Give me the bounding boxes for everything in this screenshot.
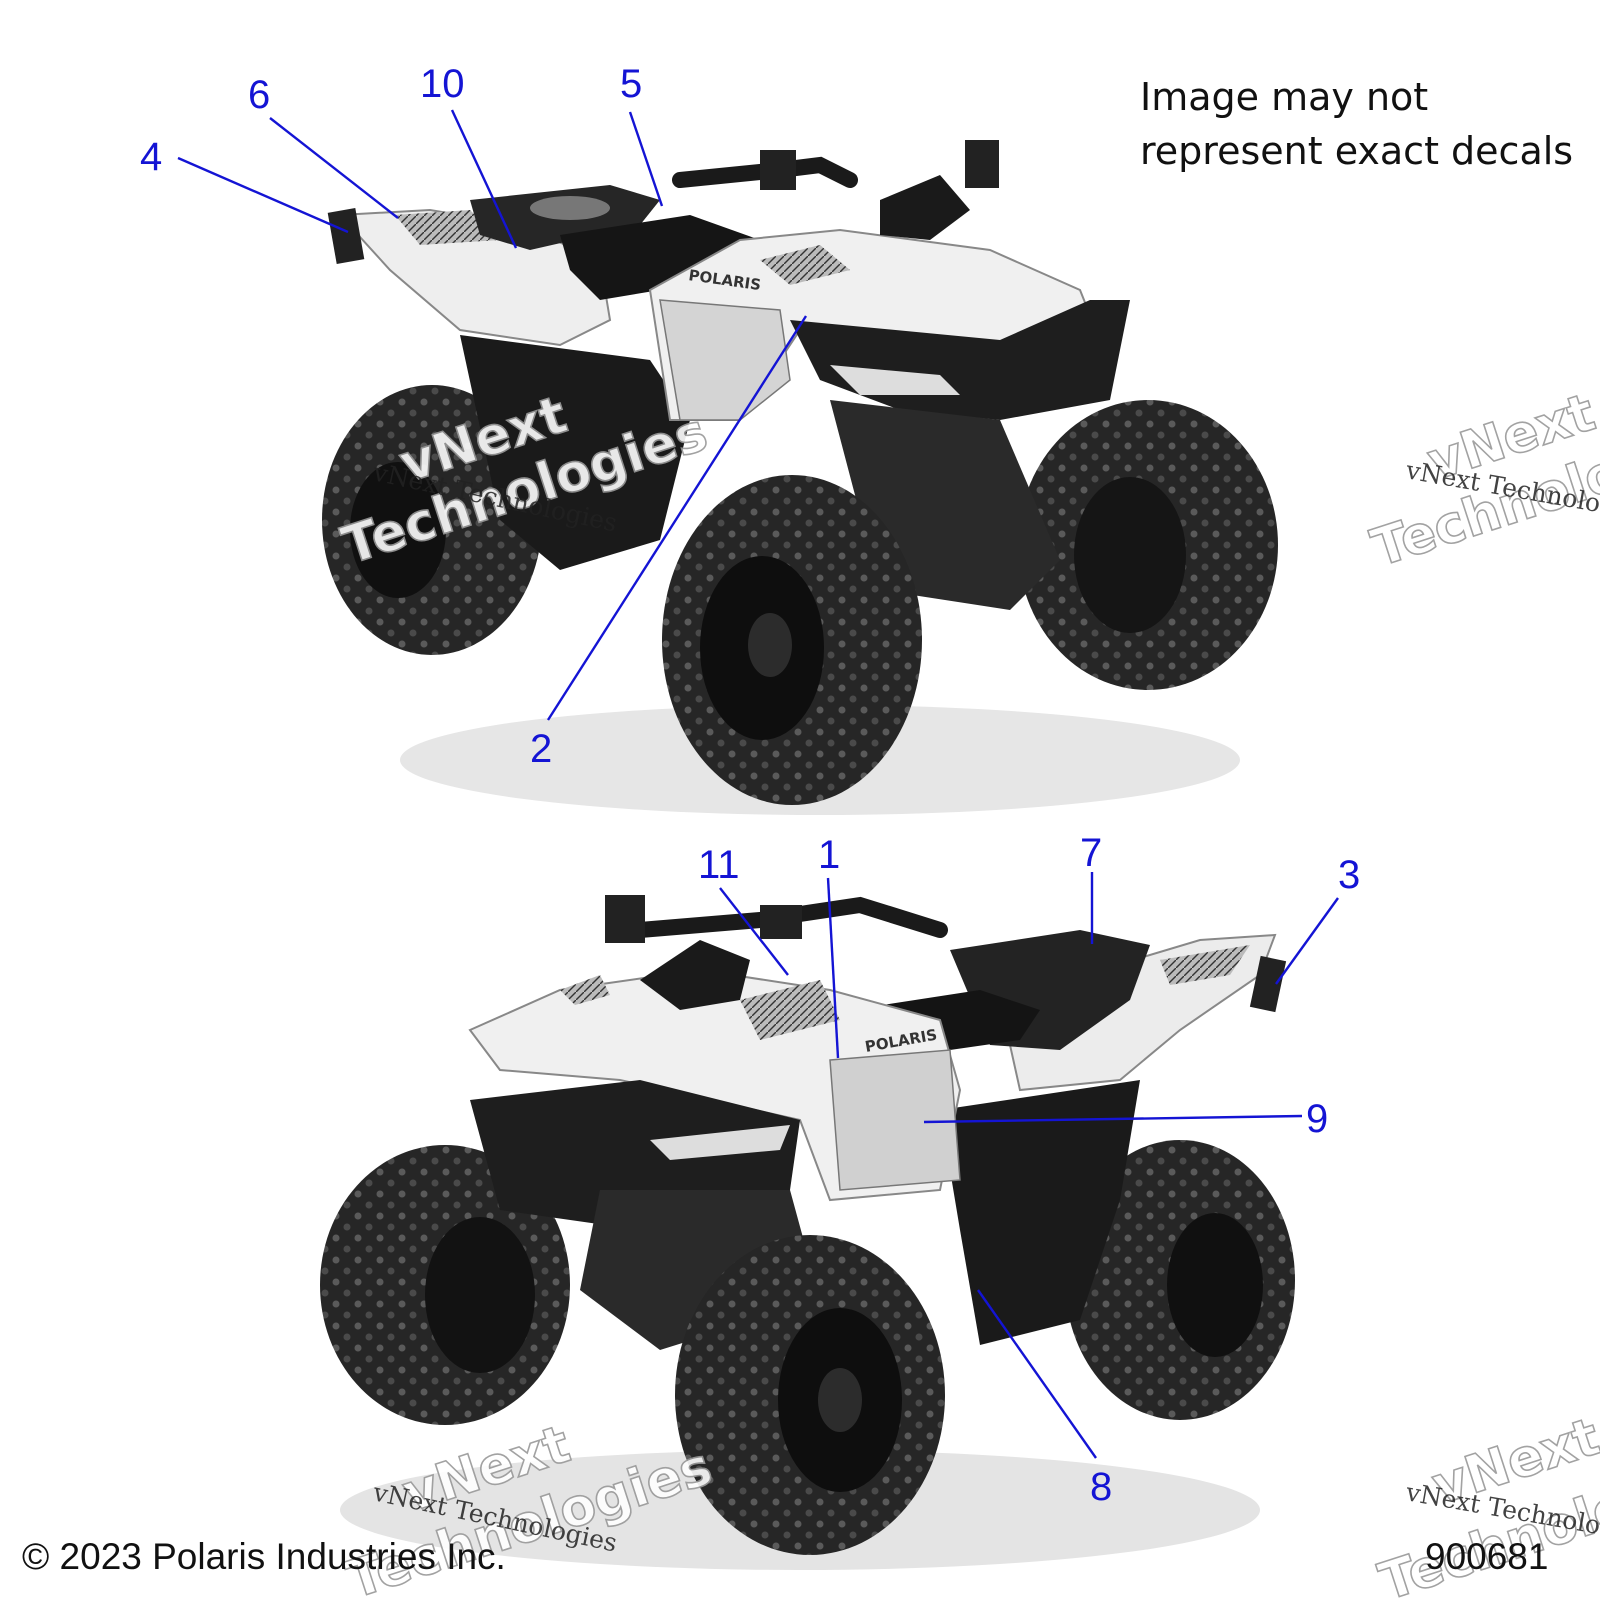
atv-bottom-side-panel xyxy=(940,1080,1140,1345)
callout-8-number: 8 xyxy=(1090,1465,1112,1509)
atv-bottom-view: POLARIS xyxy=(320,895,1295,1570)
atv-bottom-rear-wheel xyxy=(1065,1140,1295,1420)
callout-6: 6 xyxy=(248,73,399,219)
callout-11-leader xyxy=(719,887,789,976)
callout-5-leader xyxy=(628,111,664,207)
callout-7-number: 7 xyxy=(1080,831,1102,875)
callout-4-number: 4 xyxy=(140,135,162,179)
callout-5-number: 5 xyxy=(620,62,642,106)
copyright-text: © 2023 Polaris Industries Inc. xyxy=(22,1536,506,1577)
callout-6-leader xyxy=(269,117,399,219)
atv-top-front-wheel xyxy=(662,475,922,805)
atv-top-right-wheel xyxy=(1018,400,1278,690)
callout-9-number: 9 xyxy=(1306,1097,1328,1141)
atv-top-handlebar xyxy=(672,140,999,240)
callout-10-number: 10 xyxy=(420,62,465,106)
callout-6-number: 6 xyxy=(248,73,270,117)
callout-1-number: 1 xyxy=(818,833,840,877)
atv-bottom-handlebar xyxy=(605,895,948,1010)
callout-9-leader xyxy=(923,1114,1303,1124)
callout-2-number: 2 xyxy=(530,727,552,771)
callout-4-leader xyxy=(177,156,349,234)
callout-11: 11 xyxy=(698,843,789,976)
document-number: 900681 xyxy=(1425,1536,1549,1577)
callout-10: 10 xyxy=(420,62,518,249)
atv-bottom-front-wheel xyxy=(675,1235,945,1555)
callout-layer: 4 6 10 5 2 11 1 7 xyxy=(140,62,1360,1509)
callout-8: 8 xyxy=(977,1289,1112,1509)
callout-2-leader xyxy=(546,315,808,721)
callout-8-leader xyxy=(977,1289,1097,1459)
callout-3-number: 3 xyxy=(1338,853,1360,897)
callout-3: 3 xyxy=(1275,853,1360,985)
callout-11-number: 11 xyxy=(698,843,740,887)
callout-1-leader xyxy=(826,877,840,1059)
callout-9: 9 xyxy=(923,1097,1328,1141)
callout-5: 5 xyxy=(620,62,664,207)
callout-4: 4 xyxy=(140,135,349,234)
disclaimer-note: Image may not represent exact decals xyxy=(1140,75,1574,173)
callout-1: 1 xyxy=(818,833,840,1059)
atv-top-view: POLARIS xyxy=(322,140,1278,815)
atv-top-side-panel xyxy=(460,335,690,570)
callout-2: 2 xyxy=(530,315,808,771)
callout-10-leader xyxy=(450,109,518,249)
atv-bottom-left-wheel xyxy=(320,1145,570,1425)
callout-7: 7 xyxy=(1080,831,1102,944)
callout-3-leader xyxy=(1275,897,1339,985)
